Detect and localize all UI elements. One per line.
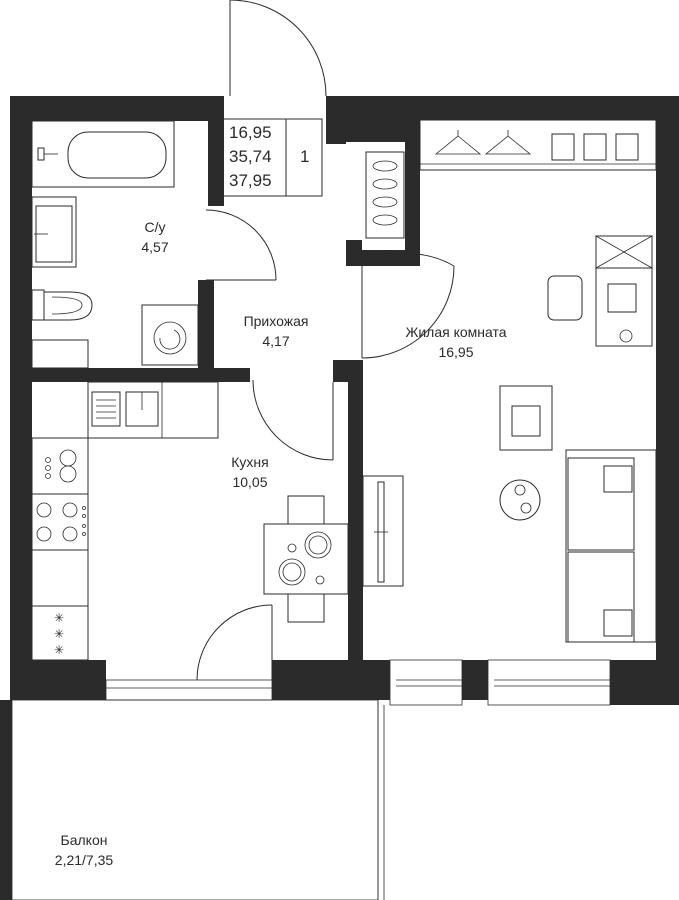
window-living-right: [487, 659, 611, 706]
bathroom-name: С/у: [145, 219, 166, 235]
hallway-area: 4,17: [262, 333, 289, 349]
bathroom-door-swing: [205, 209, 277, 281]
wall-bottom-mid: [272, 660, 390, 700]
hanger-icon: [484, 130, 532, 155]
coffee-table: [499, 479, 541, 521]
washing-machine-drum-icon: [153, 321, 187, 355]
balcony-outline: [11, 699, 385, 900]
shoe-icon: [372, 214, 398, 226]
shoe-rack: [365, 151, 405, 239]
shirt-icon: [615, 133, 639, 161]
sink-drainer: [91, 391, 121, 427]
shoe-icon: [372, 196, 398, 208]
hanger-icon: [434, 130, 482, 155]
plate-icon: [278, 558, 306, 586]
balcony-name: Балкон: [61, 832, 108, 848]
cup-icon: [315, 575, 325, 585]
walls: [0, 96, 679, 900]
burner-icon: [62, 502, 78, 518]
snowflake-icon: ✳: [54, 627, 64, 641]
summary-box: [221, 118, 323, 197]
window-kitchen: [105, 679, 273, 701]
fridge-icon-bottom: [59, 465, 77, 483]
wall-bottom-pier: [462, 660, 488, 700]
kitchen-area: 10,05: [232, 474, 267, 490]
stove: [31, 493, 89, 551]
bathtub-tap-icon: [37, 147, 45, 161]
kitchen-fixtures: ✳ ✳ ✳: [31, 381, 349, 661]
entrance-door-swing: [229, 0, 327, 97]
cabinet: [31, 339, 89, 369]
living-door-swing: [361, 253, 455, 359]
wall-right-outer: [656, 96, 679, 700]
bathtub-basin: [67, 131, 167, 179]
hallway-name: Прихожая: [244, 313, 309, 329]
lamp-icon: [619, 329, 633, 343]
total-area-value: 35,74: [229, 147, 272, 166]
chair-top: [287, 495, 325, 527]
balcony-door-swing: [196, 604, 273, 681]
toilet-bowl-icon: [43, 291, 93, 321]
cup-icon: [287, 543, 297, 553]
wall-balcony-left: [0, 700, 12, 900]
wall-living-left-upper: [405, 120, 420, 266]
area-summary: 16,95 35,74 37,95 1: [221, 118, 323, 197]
window-living-left: [389, 659, 463, 706]
washing-machine: [141, 304, 199, 366]
living-room-area: 16,95: [438, 344, 473, 360]
snowflake-icon: ✳: [54, 643, 64, 657]
wall-living-door-jamb: [333, 360, 363, 382]
wall-top-right: [326, 96, 679, 120]
bathroom-area: 4,57: [141, 239, 168, 255]
balcony-frame: [11, 699, 379, 900]
wall-bath-kitchen: [10, 368, 250, 382]
wall-living-left-lower: [348, 360, 363, 665]
living-room-name: Жилая комната: [405, 324, 506, 340]
wall-bottom-right: [610, 660, 679, 705]
armchair-cushion: [511, 405, 541, 437]
fridge: [31, 437, 89, 495]
kitchen-door-swing: [252, 379, 334, 461]
wall-wardrobe-top: [346, 120, 420, 142]
wall-entrance-left: [208, 96, 224, 206]
dining-table: [263, 523, 349, 595]
desk-chair: [547, 275, 583, 321]
wall-left-outer: [10, 96, 32, 700]
burner-icon: [62, 526, 78, 542]
shoe-icon: [372, 160, 398, 172]
wall-bath-hall: [198, 280, 214, 380]
balcony-area: 2,21/7,35: [55, 852, 114, 868]
shoe-icon: [372, 178, 398, 190]
snowflake-icon: ✳: [54, 611, 64, 625]
living-furniture: [362, 119, 657, 643]
wall-entrance-right: [326, 96, 346, 144]
toilet-tank: [31, 289, 45, 321]
burner-icon: [36, 502, 52, 518]
rooms-count-value: 1: [300, 147, 309, 166]
hall-fixtures: [365, 151, 405, 239]
monitor-icon: [607, 283, 637, 313]
kitchen-name: Кухня: [231, 454, 268, 470]
living-area-value: 16,95: [229, 123, 272, 142]
kitchen-cabinet: [31, 549, 89, 607]
burner-icon: [36, 526, 52, 542]
total-with-balcony-value: 37,95: [229, 171, 272, 190]
wall-hall-living-upper: [346, 250, 420, 266]
wall-top-left: [10, 96, 224, 121]
shirt-icon: [583, 133, 607, 161]
dishwasher: [31, 605, 89, 661]
wall-bottom-left: [10, 660, 106, 700]
pillow-icon: [603, 465, 633, 493]
room-labels: С/у 4,57 Прихожая 4,17 Жилая комната 16,…: [55, 219, 507, 868]
doors: [196, 0, 455, 681]
bathroom-fixtures: [31, 120, 199, 369]
pillow-icon: [603, 609, 633, 637]
chair-bottom: [287, 591, 325, 623]
plate-icon: [304, 531, 332, 559]
shirt-icon: [551, 133, 575, 161]
